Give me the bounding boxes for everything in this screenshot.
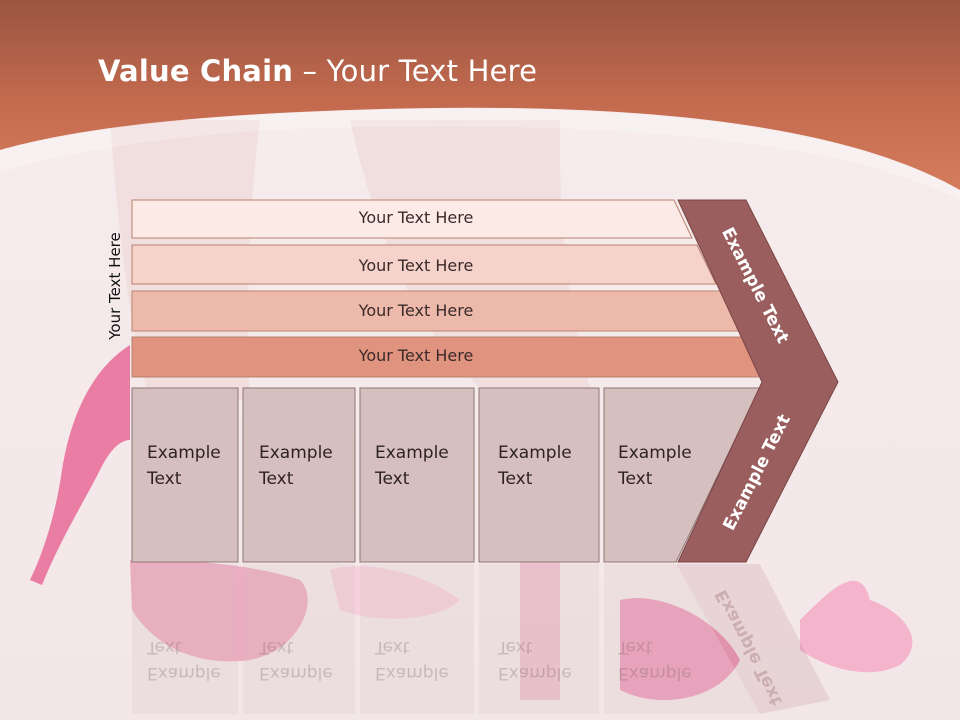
shoe-reflection-shape xyxy=(130,560,308,662)
title-bold: Value Chain xyxy=(98,54,294,88)
shoe-right-shape xyxy=(620,598,740,700)
support-bar-2-label: Your Text Here xyxy=(358,256,474,275)
columns-reflection xyxy=(132,564,830,714)
support-bar-1-label: Your Text Here xyxy=(358,208,474,227)
margin-chevron xyxy=(677,199,839,563)
primary-column-4 xyxy=(478,387,600,563)
primary-column-5 xyxy=(603,387,761,563)
slide-title: Value Chain – Your Text Here xyxy=(98,54,537,88)
support-bar-2 xyxy=(131,244,717,285)
title-rest: – Your Text Here xyxy=(293,54,538,88)
support-bar-4-label: Your Text Here xyxy=(358,346,474,365)
primary-column-1 xyxy=(131,387,239,563)
support-bar-1 xyxy=(131,199,693,239)
primary-column-3 xyxy=(359,387,475,563)
primary-column-2 xyxy=(242,387,356,563)
shoe-heel-shape xyxy=(30,345,130,585)
petals-shape xyxy=(800,580,913,673)
header-band xyxy=(0,0,960,190)
support-bar-3-label: Your Text Here xyxy=(358,301,474,320)
